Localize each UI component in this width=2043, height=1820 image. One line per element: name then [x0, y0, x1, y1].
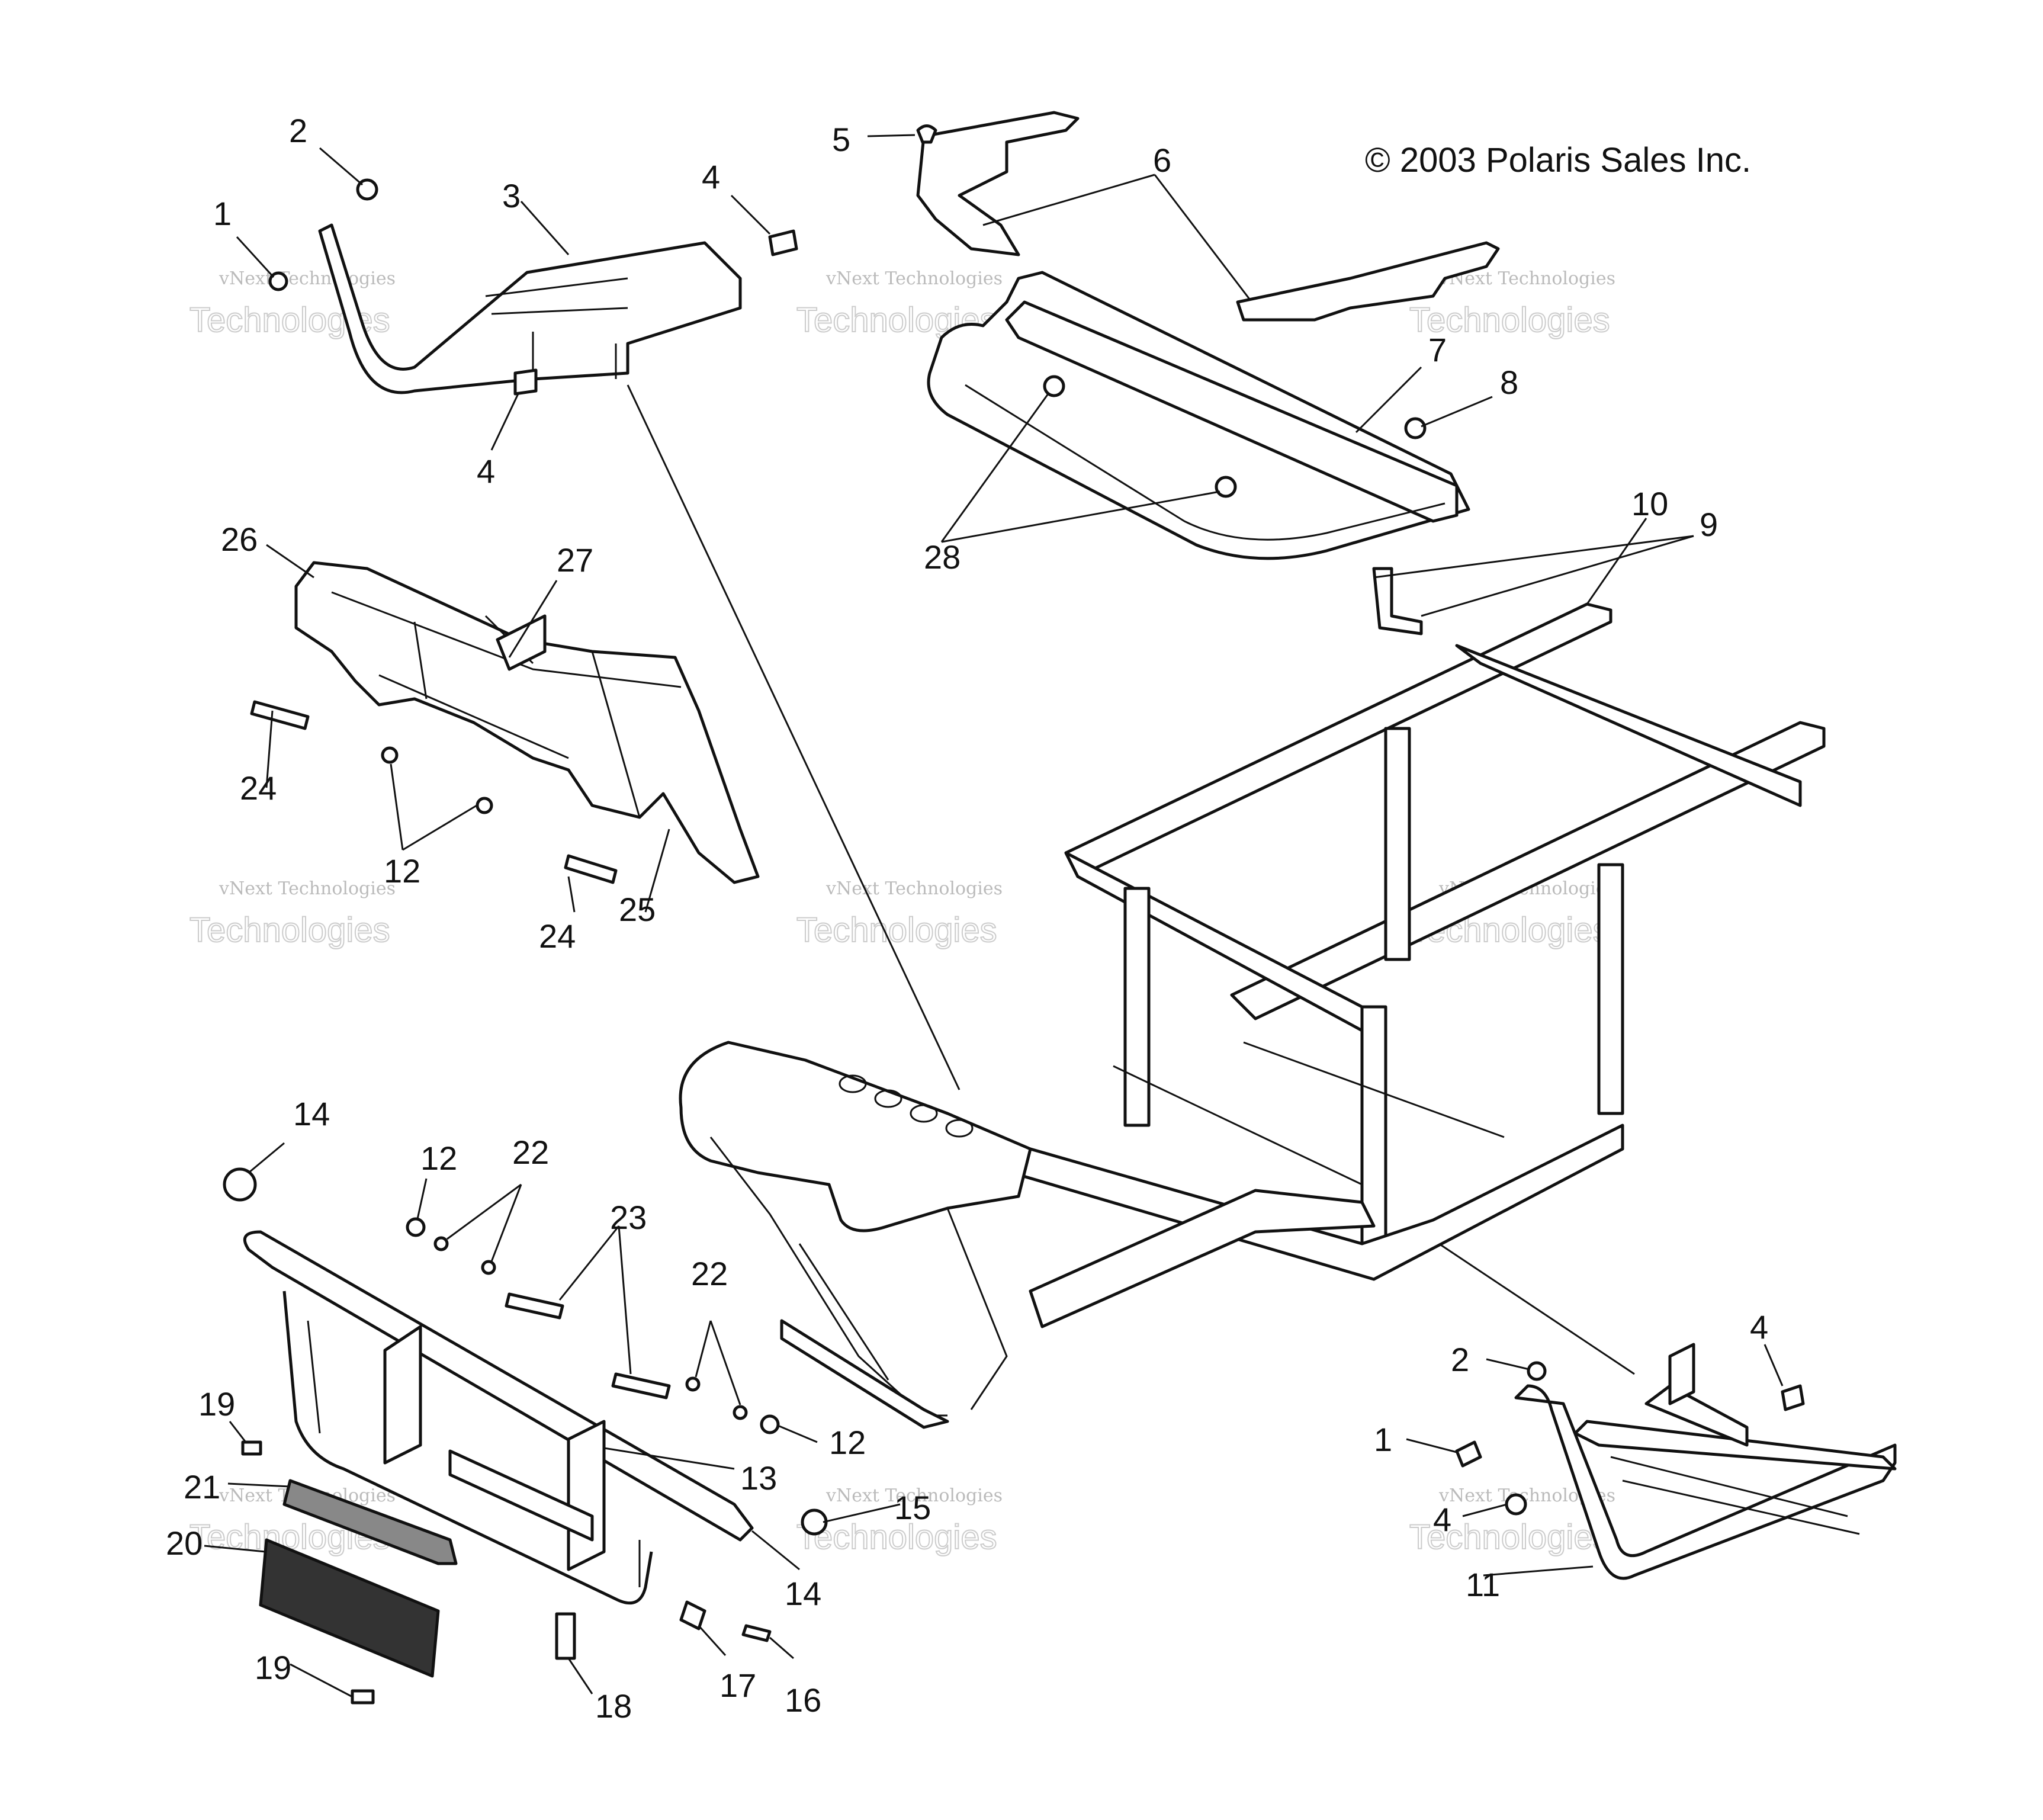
- callout-label: 24: [240, 769, 277, 807]
- bolt-icon: [555, 1612, 576, 1660]
- washer-icon: [685, 1376, 701, 1392]
- bolt-icon: [1215, 476, 1237, 498]
- bolt-icon: [768, 229, 798, 256]
- nut-icon: [381, 746, 399, 764]
- grommet-icon: [801, 1508, 828, 1536]
- callout-label: 2: [1451, 1341, 1469, 1378]
- callout-label: 22: [512, 1134, 549, 1171]
- callout-label: 2: [289, 112, 307, 149]
- callout-label: 25: [619, 891, 656, 928]
- callout-label: 18: [595, 1687, 632, 1725]
- callout-label: 14: [785, 1575, 821, 1612]
- part-21-skid: [282, 1479, 458, 1565]
- callout-label: 4: [702, 158, 720, 195]
- callout-label: 5: [832, 121, 850, 158]
- watermark-text: Technologies: [1409, 1518, 1610, 1556]
- part-26-front-crossmember: [294, 561, 760, 884]
- callout-label: 15: [894, 1489, 931, 1526]
- callout-label: 12: [384, 852, 420, 890]
- callout-label: 6: [1153, 142, 1171, 179]
- callout-label: 3: [502, 177, 521, 214]
- part-3-seat-bracket: [318, 223, 742, 394]
- watermark-text: vNext Technologies: [825, 268, 1003, 289]
- watermark-text: Technologies: [796, 911, 997, 949]
- callout-label: 27: [557, 541, 593, 579]
- callout-label: 4: [1433, 1501, 1451, 1538]
- callout-label: 9: [1700, 506, 1718, 543]
- callout-label: 12: [829, 1424, 866, 1461]
- part-13-front-bumper: [243, 1230, 754, 1605]
- part-9-bracket: [1372, 567, 1423, 635]
- part-6-mount-plates: [916, 111, 1500, 322]
- callout-label: 28: [924, 538, 961, 576]
- grommet-icon: [223, 1167, 257, 1202]
- callout-label: 23: [610, 1199, 647, 1236]
- bolt-icon: [1043, 375, 1065, 397]
- nut-icon: [760, 1414, 780, 1434]
- clip-icon: [679, 1600, 706, 1630]
- watermark-text: Technologies: [189, 911, 390, 949]
- screw-icon: [916, 124, 937, 144]
- callout-labels: 2 1 3 4 4 5 6 7 8 28 9 10 26 27 24 12 24…: [166, 112, 1768, 1725]
- bolt-icon: [513, 368, 538, 396]
- watermark-text: vNext Technologies: [825, 878, 1003, 899]
- washer-icon: [733, 1405, 748, 1420]
- callout-label: 10: [1631, 485, 1668, 522]
- callout-label: 19: [255, 1649, 291, 1686]
- callout-label: 19: [198, 1385, 235, 1423]
- copyright-text: © 2003 Polaris Sales Inc.: [1365, 141, 1751, 179]
- callout-label: 20: [166, 1524, 203, 1562]
- watermark-text: Technologies: [1409, 301, 1610, 339]
- nut-icon: [1527, 1361, 1547, 1381]
- callout-label: 17: [719, 1667, 756, 1704]
- screw-icon: [241, 1440, 262, 1456]
- bolt-icon: [611, 1372, 671, 1399]
- callout-label: 14: [293, 1095, 330, 1132]
- washer-icon: [481, 1260, 496, 1275]
- watermark-text: Technologies: [796, 1518, 997, 1556]
- bolt-icon: [1505, 1493, 1527, 1516]
- callout-label: 26: [221, 521, 258, 558]
- bolt-icon: [564, 854, 618, 884]
- fasteners: [223, 124, 1805, 1705]
- part-10-main-frame: [679, 602, 1826, 1429]
- callout-label: 13: [740, 1459, 777, 1497]
- callout-label: 1: [213, 195, 232, 232]
- nut-icon: [476, 797, 493, 814]
- bolt-icon: [1455, 1440, 1482, 1468]
- screw-icon: [351, 1689, 375, 1705]
- callout-label: 1: [1374, 1421, 1392, 1458]
- nut-icon: [406, 1217, 426, 1237]
- callout-label: 4: [1750, 1308, 1768, 1346]
- nut-icon: [268, 271, 288, 291]
- bolt-icon: [505, 1292, 564, 1320]
- bolt-icon: [250, 700, 310, 730]
- part-20-grille: [259, 1538, 440, 1678]
- bolt-icon: [1781, 1384, 1805, 1411]
- callout-label: 12: [420, 1139, 457, 1177]
- nut-icon: [1404, 417, 1427, 439]
- watermark-text: vNext Technologies: [219, 878, 396, 899]
- rivet-icon: [741, 1624, 772, 1642]
- watermark-text: vNext Technologies: [825, 1485, 1003, 1506]
- watermark-text: vNext Technologies: [219, 268, 396, 289]
- callout-label: 4: [477, 452, 495, 490]
- callout-label: 7: [1428, 331, 1447, 368]
- leader-lines: [204, 134, 1784, 1698]
- part-11-rear-rack: [1514, 1343, 1897, 1580]
- washer-icon: [433, 1236, 449, 1251]
- callout-label: 22: [691, 1255, 728, 1292]
- callout-label: 24: [539, 917, 576, 955]
- part-7-storage-rack: [927, 271, 1470, 560]
- callout-label: 11: [1466, 1566, 1500, 1603]
- callout-label: 8: [1500, 364, 1518, 401]
- callout-label: 16: [785, 1681, 821, 1719]
- callout-label: 21: [184, 1468, 220, 1506]
